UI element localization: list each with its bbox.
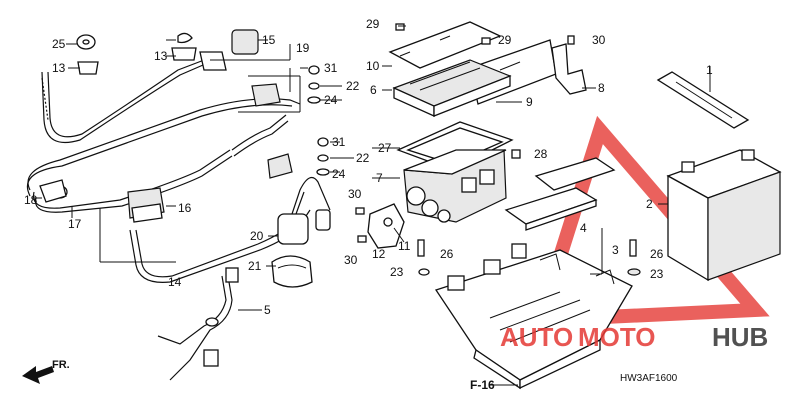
starter-cable-17 <box>26 98 301 213</box>
callout-5: 5 <box>264 303 271 317</box>
callout-11: 11 <box>398 239 411 253</box>
bracket-8 <box>551 43 587 95</box>
battery-strap-1 <box>656 71 750 129</box>
terminal-group-13 <box>171 29 259 71</box>
callout-29a: 29 <box>366 17 380 31</box>
callout-30a: 30 <box>592 33 606 47</box>
callout-10: 10 <box>366 59 380 73</box>
callout-18: 18 <box>24 193 38 207</box>
battery-tray <box>434 243 633 390</box>
callout-13b: 13 <box>154 49 168 63</box>
callout-19: 19 <box>296 41 310 55</box>
callout-27: 27 <box>378 141 392 155</box>
relay-boot-lower <box>267 137 330 179</box>
cable-terminal-25 <box>76 34 96 50</box>
fuse-box-cover-6 <box>392 59 512 118</box>
front-direction-arrow: FR. <box>22 359 70 384</box>
callout-labels: 25 13 13 15 19 31 22 24 31 22 24 18 17 1… <box>24 17 713 317</box>
terminal-boot-18 <box>39 179 67 203</box>
relay-boot-upper <box>251 65 321 107</box>
battery-pad-4 <box>504 157 616 231</box>
callout-23a: 23 <box>390 265 404 279</box>
callout-24b: 24 <box>332 167 346 181</box>
callout-26a: 26 <box>440 247 454 261</box>
bolt-28 <box>511 149 521 159</box>
callout-14: 14 <box>168 275 182 289</box>
callout-12: 12 <box>372 247 386 261</box>
callout-8: 8 <box>598 81 605 95</box>
figure-reference: F-16 <box>470 378 495 392</box>
relay-cover-21 <box>271 255 313 288</box>
washer-23-right <box>627 268 641 276</box>
leader-lines <box>32 25 711 311</box>
gasket-27 <box>396 121 514 171</box>
callout-4: 4 <box>580 221 587 235</box>
bolt-30-a <box>355 207 365 215</box>
callout-25a: 25 <box>52 37 66 51</box>
callout-17: 17 <box>68 217 82 231</box>
callout-7: 7 <box>376 171 383 185</box>
bolt-29 <box>395 23 491 45</box>
callout-26b: 26 <box>650 247 664 261</box>
callout-28: 28 <box>534 147 548 161</box>
watermark-auto: AUTO <box>500 322 573 352</box>
watermark-hub: HUB <box>712 322 768 352</box>
bracket-12 <box>367 203 405 249</box>
starter-relay-20 <box>277 176 331 245</box>
callout-1: 1 <box>706 63 713 77</box>
diagram-code: HW3AF1600 <box>620 373 678 384</box>
bolt-30-c <box>567 35 575 45</box>
battery-cable-18 <box>41 56 213 144</box>
clip-13-left <box>77 61 99 75</box>
callout-13a: 13 <box>52 61 66 75</box>
bolt-30-b <box>357 235 367 243</box>
callout-16: 16 <box>178 201 192 215</box>
callout-21: 21 <box>248 259 262 273</box>
washer-23-left <box>418 268 430 276</box>
callout-2: 2 <box>646 197 653 211</box>
callout-20: 20 <box>250 229 264 243</box>
sub-harness-5 <box>157 267 239 381</box>
battery-2 <box>666 149 782 282</box>
cover-plate-10 <box>388 21 502 69</box>
fuse-box-7 <box>403 149 507 223</box>
callout-22a: 22 <box>346 79 360 93</box>
bolt-26-left <box>417 239 425 257</box>
callout-22b: 22 <box>356 151 370 165</box>
callout-29b: 29 <box>498 33 512 47</box>
callout-9: 9 <box>526 95 533 109</box>
watermark-text: AUTO MOTO HUB <box>500 322 768 352</box>
callout-15: 15 <box>262 33 276 47</box>
callout-6: 6 <box>370 83 377 97</box>
callout-3: 3 <box>612 243 619 257</box>
starter-cable-14 <box>127 187 311 283</box>
callout-30b: 30 <box>348 187 362 201</box>
callout-24a: 24 <box>324 93 338 107</box>
watermark-moto: MOTO <box>578 322 656 352</box>
callout-23b: 23 <box>650 267 664 281</box>
callout-30c: 30 <box>344 253 358 267</box>
callout-31a: 31 <box>324 61 338 75</box>
callout-31b: 31 <box>332 135 346 149</box>
front-label: FR. <box>52 359 70 371</box>
bolt-26-right <box>629 239 637 257</box>
